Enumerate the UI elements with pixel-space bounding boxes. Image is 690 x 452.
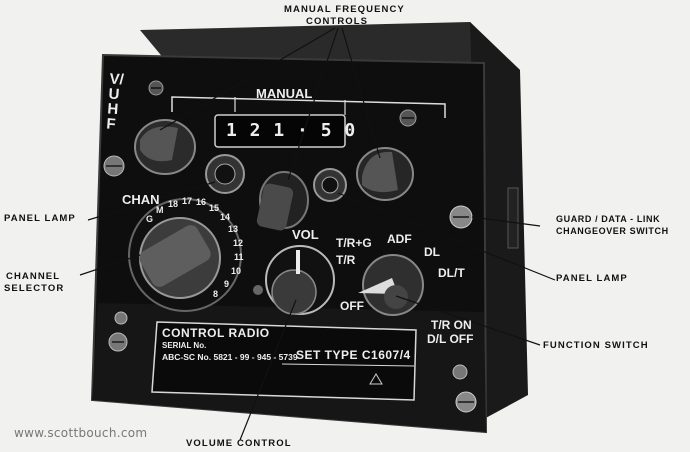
channel-number: 12 — [233, 238, 244, 248]
leader-lines — [79, 27, 556, 441]
screw-icon — [399, 109, 417, 127]
callout-guard-line1: GUARD / DATA - LINK — [556, 214, 661, 224]
function-position-label: T/R+G — [336, 236, 372, 250]
channel-number: 13 — [228, 224, 239, 234]
channel-number: M — [156, 205, 164, 215]
plate-serial-label: SERIAL No. — [162, 341, 207, 350]
function-position-label: DL/T — [438, 266, 465, 280]
frequency-knob-left[interactable] — [134, 119, 196, 175]
channel-number: 17 — [182, 196, 193, 206]
screw-icon — [449, 205, 473, 229]
screw-icon — [108, 332, 128, 352]
screw-icon — [452, 364, 468, 380]
frequency-knob-center[interactable] — [256, 171, 309, 232]
plate-set-type: SET TYPE C1607/4 — [296, 348, 411, 362]
channel-number: 15 — [209, 203, 220, 213]
function-position-label: T/R — [336, 253, 356, 267]
manual-label: MANUAL — [256, 86, 313, 101]
channel-number: 18 — [168, 199, 179, 209]
callout-channel-selector-line2: SELECTOR — [4, 283, 65, 294]
plate-triangle — [369, 373, 383, 385]
callout-channel-selector-line1: CHANNEL — [6, 271, 61, 282]
channel-selector-knob[interactable] — [128, 198, 242, 312]
plate-part-number: ABC-SC No. 5821 - 99 - 945 - 5739 — [162, 352, 298, 362]
watermark: www.scottbouch.com — [14, 426, 148, 440]
frequency-readout: 1 2 1 · 5 0 — [226, 120, 357, 141]
identification-plate — [151, 321, 417, 401]
channel-number: 14 — [220, 212, 231, 222]
callout-function-switch: FUNCTION SWITCH — [543, 340, 649, 351]
function-position-label: D/L OFF — [427, 332, 474, 346]
callout-panel-lamp-left: PANEL LAMP — [4, 213, 76, 224]
screw-icon — [114, 311, 128, 325]
screw-icon — [455, 391, 477, 413]
callout-manual-frequency-line2: CONTROLS — [306, 16, 369, 27]
plate-divider — [281, 363, 415, 367]
frequency-knob-right[interactable] — [356, 147, 414, 201]
callout-manual-frequency-line1: MANUAL FREQUENCY — [284, 4, 405, 15]
channel-number: 8 — [213, 289, 219, 299]
plate-title: CONTROL RADIO — [162, 326, 270, 340]
function-position-label: OFF — [340, 299, 364, 313]
channel-number: 16 — [196, 197, 207, 207]
function-position-label: ADF — [387, 232, 412, 246]
panel-lamp-right[interactable] — [313, 168, 347, 202]
screw-icon — [253, 285, 263, 295]
channel-number: 11 — [234, 252, 244, 262]
channel-number: 9 — [224, 279, 230, 289]
guard-data-link-switch[interactable] — [507, 187, 519, 249]
panel-lamp-left[interactable] — [205, 154, 245, 194]
function-position-label: DL — [424, 245, 440, 259]
callout-volume-control: VOLUME CONTROL — [186, 438, 292, 449]
screw-icon — [103, 155, 125, 177]
screw-icon — [148, 80, 164, 96]
function-switch-knob[interactable] — [358, 254, 424, 316]
function-position-label: T/R ON — [431, 318, 472, 332]
manual-bracket — [171, 96, 446, 118]
channel-number: G — [146, 214, 154, 224]
chan-label: CHAN — [122, 192, 160, 207]
volume-control-knob[interactable] — [265, 245, 335, 315]
channel-number: 10 — [231, 266, 242, 276]
frequency-window — [214, 114, 346, 148]
callout-guard-line2: CHANGEOVER SWITCH — [556, 226, 669, 236]
callout-panel-lamp-right: PANEL LAMP — [556, 273, 628, 284]
vol-label: VOL — [292, 227, 319, 242]
